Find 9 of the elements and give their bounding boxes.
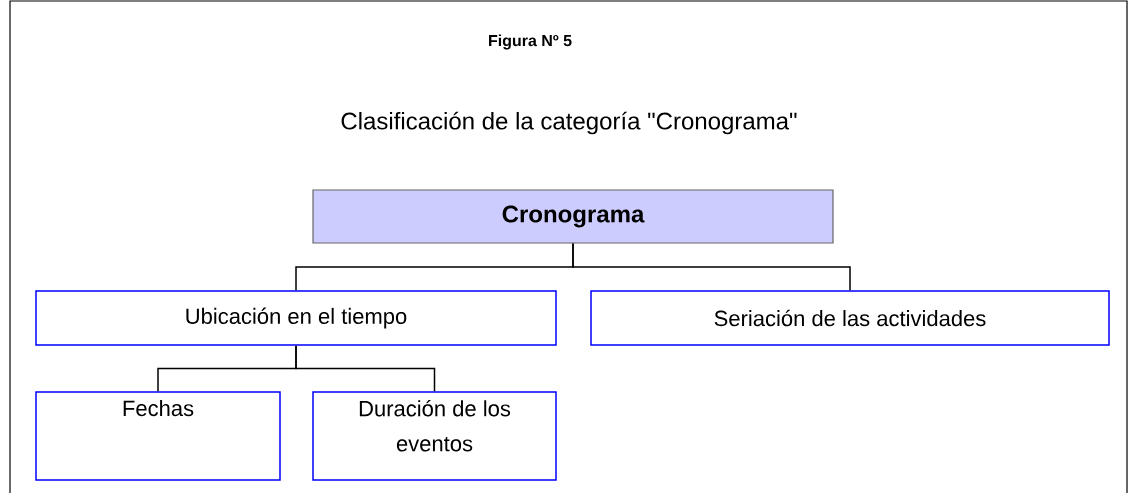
figure-number: Figura Nº 5 [489,34,572,50]
title: Clasificación de la categoría "Cronograma" [341,111,797,135]
connector [572,242,851,291]
subcategory-box: Seriación de las actividades [590,290,1110,346]
subcategory-box: Ubicación en el tiempo [35,290,557,346]
subcategory-box: Duración de los eventos [312,391,557,481]
subcategory-box: Fechas [35,391,281,481]
connector [295,345,436,392]
category-box: Cronograma [312,189,834,244]
